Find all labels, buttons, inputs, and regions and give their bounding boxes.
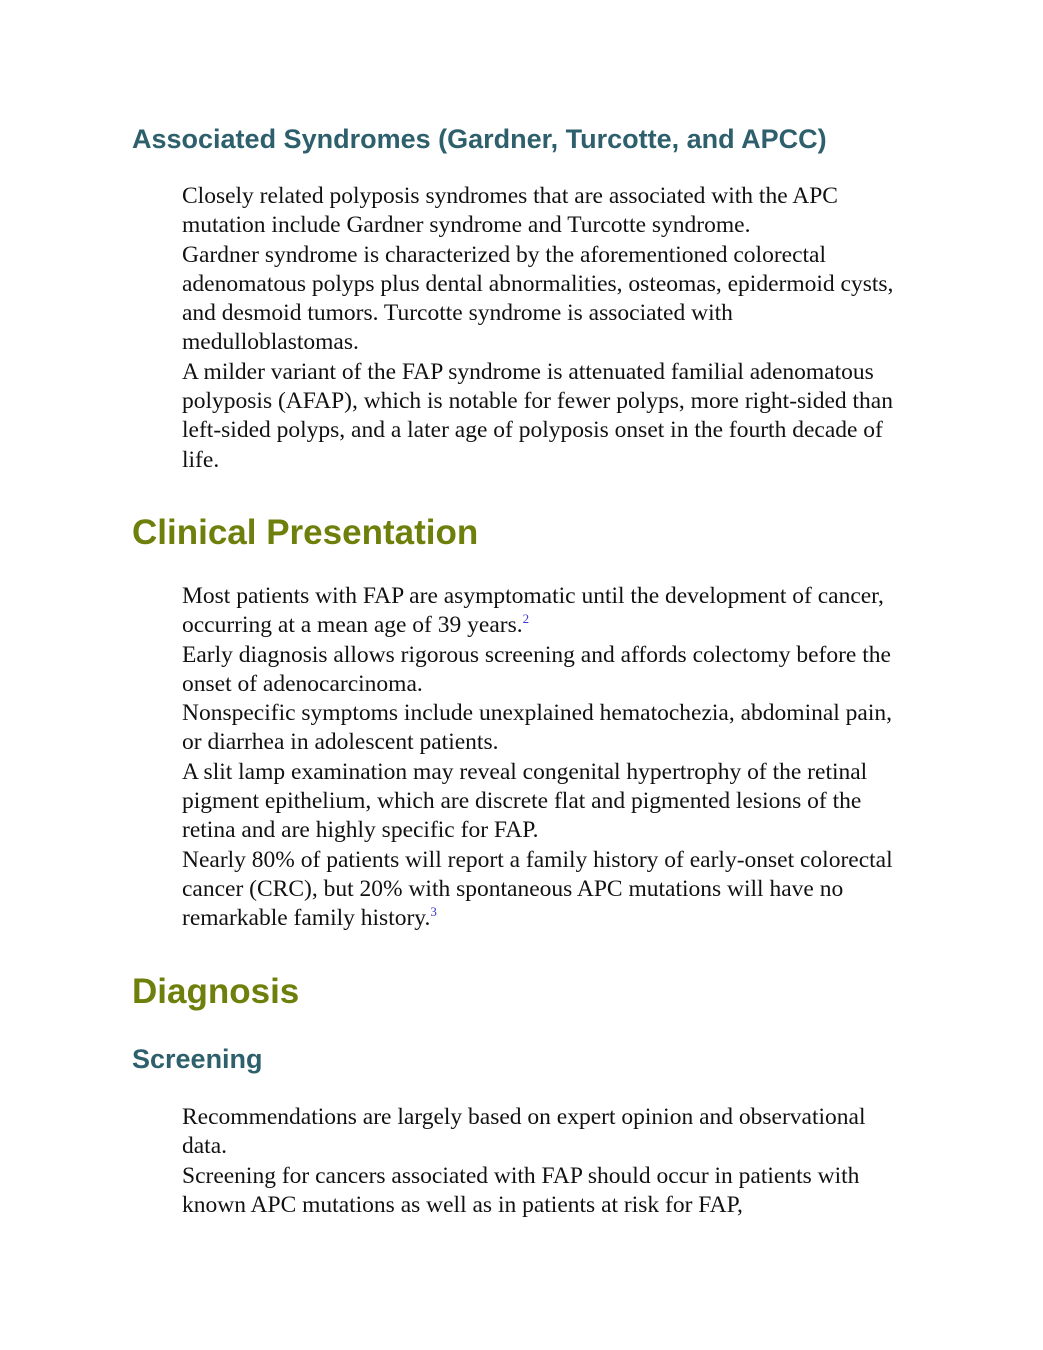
heading-clinical-presentation: Clinical Presentation <box>132 513 479 552</box>
paragraph: Screening for cancers associated with FA… <box>182 1162 860 1218</box>
paragraph: Most patients with FAP are asymptomatic … <box>182 582 912 641</box>
reference-link-3[interactable]: 3 <box>430 904 437 920</box>
paragraph: Early diagnosis allows rigorous screenin… <box>182 641 891 697</box>
heading-diagnosis: Diagnosis <box>132 972 300 1011</box>
clinical-presentation-body: Most patients with FAP are asymptomatic … <box>182 582 912 934</box>
paragraph-text: Most patients with FAP are asymptomatic … <box>182 583 884 639</box>
paragraph: Nonspecific symptoms include unexplained… <box>182 700 893 756</box>
heading-screening: Screening <box>132 1044 263 1074</box>
paragraph: Nearly 80% of patients will report a fam… <box>182 846 912 934</box>
paragraph-text: Nearly 80% of patients will report a fam… <box>182 846 893 932</box>
paragraph: Closely related polyposis syndromes that… <box>182 183 838 239</box>
paragraph: A milder variant of the FAP syndrome is … <box>182 358 893 473</box>
paragraph: Gardner syndrome is characterized by the… <box>182 241 894 356</box>
associated-syndromes-body: Closely related polyposis syndromes that… <box>182 182 912 475</box>
screening-body: Recommendations are largely based on exp… <box>182 1103 912 1220</box>
heading-associated-syndromes: Associated Syndromes (Gardner, Turcotte,… <box>132 124 827 154</box>
reference-link-2[interactable]: 2 <box>522 611 530 627</box>
paragraph: Recommendations are largely based on exp… <box>182 1104 866 1160</box>
paragraph: A slit lamp examination may reveal conge… <box>182 758 868 844</box>
